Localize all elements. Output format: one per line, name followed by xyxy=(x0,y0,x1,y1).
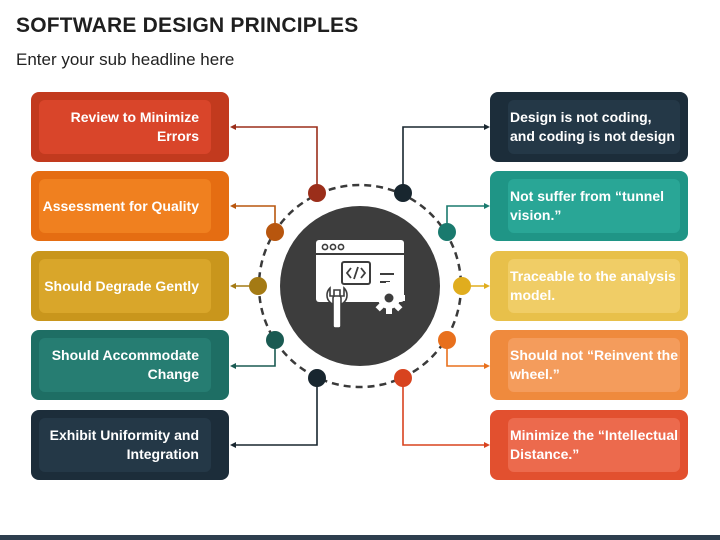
arrowhead-right-1 xyxy=(484,124,490,130)
arrowhead-right-3 xyxy=(484,283,490,289)
arrowhead-left-2 xyxy=(230,203,236,209)
ring-dot-right-2 xyxy=(438,223,456,241)
page-title: SOFTWARE DESIGN PRINCIPLES xyxy=(16,14,359,37)
code-window-gear-wrench-icon xyxy=(316,240,405,329)
ring-dot-left-3 xyxy=(249,277,267,295)
principle-label: Review to Minimize Errors xyxy=(39,100,211,154)
principle-label: Assessment for Quality xyxy=(39,179,211,233)
ring-dot-left-4 xyxy=(266,331,284,349)
principle-label: Exhibit Uniformity and Integration xyxy=(39,418,211,472)
ring-dot-left-1 xyxy=(308,184,326,202)
principle-card-left-1: Review to Minimize Errors xyxy=(31,92,229,162)
principle-card-left-2: Assessment for Quality xyxy=(31,171,229,241)
connector-left-1 xyxy=(232,126,318,193)
connector-right-5 xyxy=(402,378,488,446)
arrowhead-right-5 xyxy=(484,442,490,448)
principle-label: Should Degrade Gently xyxy=(39,259,211,313)
ring-dot-left-5 xyxy=(308,369,326,387)
bottom-bar xyxy=(0,535,720,540)
principle-label: Minimize the “Intellectual Distance.” xyxy=(508,418,680,472)
page-subtitle: Enter your sub headline here xyxy=(16,50,235,69)
principle-card-left-5: Exhibit Uniformity and Integration xyxy=(31,410,229,480)
principle-card-right-3: Traceable to the analysis model. xyxy=(490,251,688,321)
arrowhead-right-2 xyxy=(484,203,490,209)
principle-card-left-4: Should Accommodate Change xyxy=(31,330,229,400)
principle-card-right-5: Minimize the “Intellectual Distance.” xyxy=(490,410,688,480)
principle-label: Should not “Reinvent the wheel.” xyxy=(508,338,680,392)
arrowhead-left-4 xyxy=(230,363,236,369)
principle-label: Not suffer from “tunnel vision.” xyxy=(508,179,680,233)
arrowhead-left-5 xyxy=(230,442,236,448)
connector-left-5 xyxy=(232,378,318,446)
arrowhead-left-3 xyxy=(230,283,236,289)
principle-label: Traceable to the analysis model. xyxy=(508,259,680,313)
ring-dot-left-2 xyxy=(266,223,284,241)
arrowhead-left-1 xyxy=(230,124,236,130)
principle-label: Should Accommodate Change xyxy=(39,338,211,392)
principle-card-right-1: Design is not coding, and coding is not … xyxy=(490,92,688,162)
principle-card-right-4: Should not “Reinvent the wheel.” xyxy=(490,330,688,400)
principle-label: Design is not coding, and coding is not … xyxy=(508,100,680,154)
ring-dot-right-1 xyxy=(394,184,412,202)
ring-dot-right-5 xyxy=(394,369,412,387)
connector-right-1 xyxy=(402,126,488,193)
arrowhead-right-4 xyxy=(484,363,490,369)
principle-card-right-2: Not suffer from “tunnel vision.” xyxy=(490,171,688,241)
principle-card-left-3: Should Degrade Gently xyxy=(31,251,229,321)
ring-dot-right-3 xyxy=(453,277,471,295)
ring-dot-right-4 xyxy=(438,331,456,349)
